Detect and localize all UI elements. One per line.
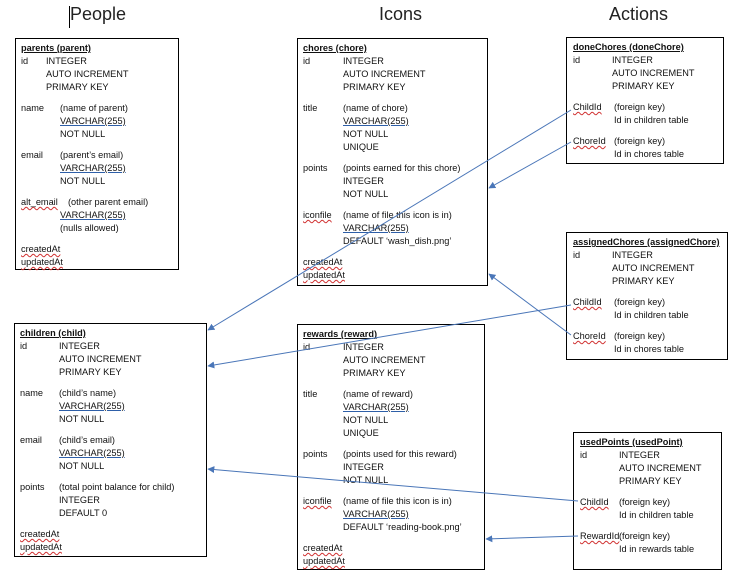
table-title: usedPoints (usedPoint) (580, 437, 683, 447)
field-id: id INTEGER AUTO INCREMENT PRIMARY KEY (573, 55, 695, 91)
field-updated-at: updatedAt (21, 257, 63, 267)
field-id: id INTEGER AUTO INCREMENT PRIMARY KEY (303, 342, 426, 378)
done-chores-table: doneChores (doneChore) id INTEGER AUTO I… (566, 37, 724, 164)
field-id: id INTEGER AUTO INCREMENT PRIMARY KEY (303, 56, 426, 92)
field-points: points (points used for this reward) INT… (303, 449, 457, 485)
field-updated-at: updatedAt (303, 556, 345, 566)
field-iconfile: iconfile (name of file this icon is in) … (303, 496, 462, 532)
arrow-usedpoints-rewardid-to-rewards (485, 535, 579, 543)
field-created-at: createdAt (303, 257, 343, 267)
field-email: email (child’s email) VARCHAR(255) NOT N… (20, 435, 125, 471)
field-created-at: createdAt (20, 529, 60, 539)
field-chore-id: ChoreId (foreign key) Id in chores table (573, 331, 684, 354)
field-alt-email: alt_email (other parent email) VARCHAR(2… (21, 197, 149, 233)
heading-icons: Icons (379, 4, 423, 24)
field-updated-at: updatedAt (303, 270, 345, 280)
field-name: name (name of parent) VARCHAR(255) NOT N… (21, 103, 128, 139)
field-points: points (total point balance for child) I… (20, 482, 175, 518)
chores-table: chores (chore) id INTEGER AUTO INCREMENT… (297, 38, 488, 286)
used-points-table: usedPoints (usedPoint) id INTEGER AUTO I… (573, 432, 722, 570)
arrow-assignedchores-childid-to-children (207, 304, 572, 369)
field-reward-id: RewardId (foreign key) Id in rewards tab… (580, 531, 695, 554)
field-child-id: ChildId (foreign key) Id in children tab… (573, 102, 689, 125)
heading-actions: Actions (609, 4, 669, 24)
table-title: doneChores (doneChore) (573, 42, 684, 52)
table-title: children (child) (20, 328, 86, 338)
field-created-at: createdAt (21, 244, 61, 254)
heading-people: People (70, 4, 127, 24)
text-cursor (69, 6, 70, 28)
field-title: title (name of reward) VARCHAR(255) NOT … (303, 389, 413, 438)
field-created-at: createdAt (303, 543, 343, 553)
table-title: rewards (reward) (303, 329, 378, 339)
field-chore-id: ChoreId (foreign key) Id in chores table (573, 136, 684, 159)
arrow-usedpoints-childid-to-children (207, 466, 579, 502)
rewards-table: rewards (reward) id INTEGER AUTO INCREME… (297, 324, 485, 570)
table-title: chores (chore) (303, 43, 367, 53)
parents-table: parents (parent) id INTEGER AUTO INCREME… (15, 38, 179, 270)
field-id: id INTEGER AUTO INCREMENT PRIMARY KEY (20, 341, 142, 377)
arrow-donechores-choreid-to-chores (488, 141, 572, 189)
field-updated-at: updatedAt (20, 542, 62, 552)
assigned-chores-table: assignedChores (assignedChore) id INTEGE… (566, 232, 728, 360)
field-id: id INTEGER AUTO INCREMENT PRIMARY KEY (580, 450, 702, 486)
field-child-id: ChildId (foreign key) Id in children tab… (580, 497, 694, 520)
table-title: parents (parent) (21, 43, 91, 53)
field-name: name (child’s name) VARCHAR(255) NOT NUL… (20, 388, 125, 424)
field-title: title (name of chore) VARCHAR(255) NOT N… (303, 103, 409, 152)
field-points: points (points earned for this chore) IN… (303, 163, 461, 199)
arrow-donechores-childid-to-children (207, 109, 572, 331)
field-id: id INTEGER AUTO INCREMENT PRIMARY KEY (573, 250, 695, 286)
field-child-id: ChildId (foreign key) Id in children tab… (573, 297, 689, 320)
children-table: children (child) id INTEGER AUTO INCREME… (14, 323, 207, 557)
field-id: id INTEGER AUTO INCREMENT PRIMARY KEY (21, 56, 129, 92)
field-email: email (parent’s email) VARCHAR(255) NOT … (21, 150, 126, 186)
arrow-assignedchores-choreid-to-chores (488, 273, 572, 336)
table-title: assignedChores (assignedChore) (573, 237, 720, 247)
